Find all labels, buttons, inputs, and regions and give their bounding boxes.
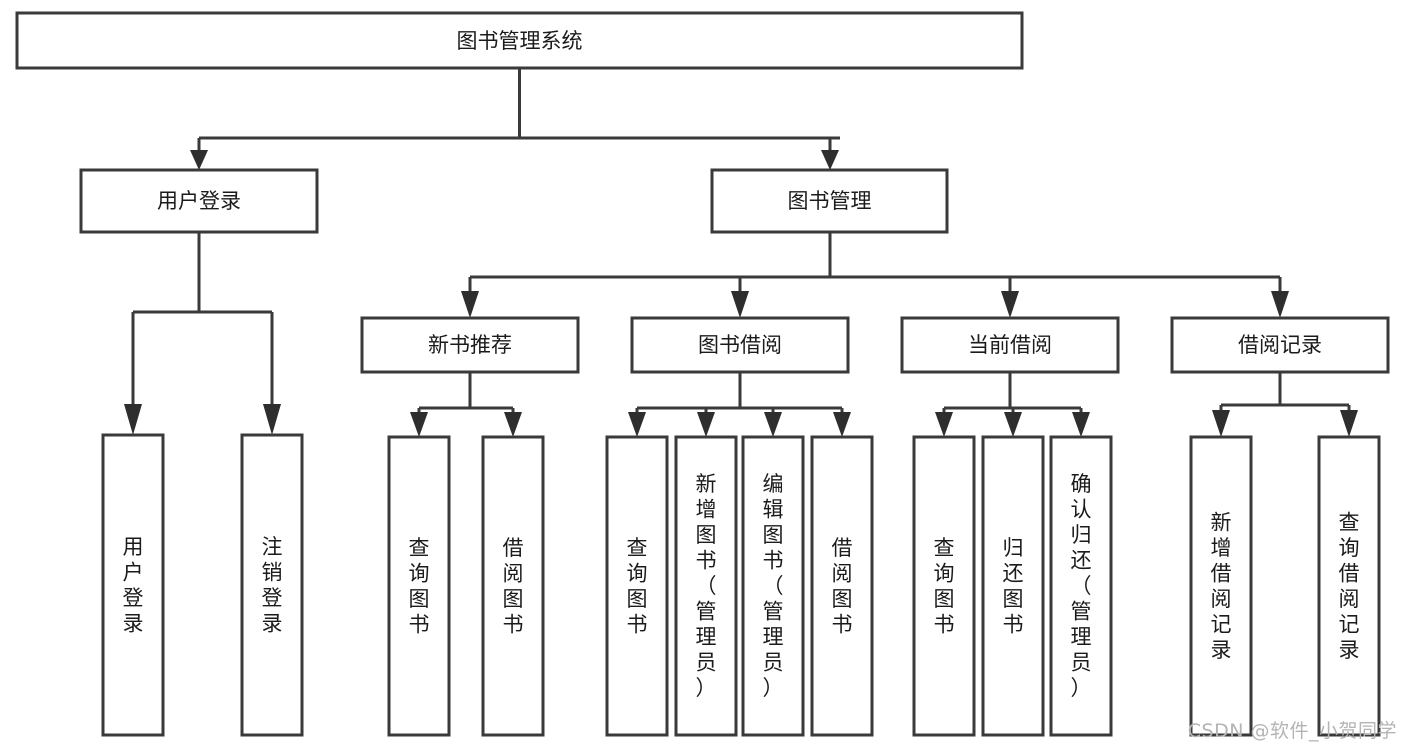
node-leaf-query-book-3-label: 查询图书: [934, 536, 955, 637]
arrow-head-leaf-query-book-2: [628, 412, 646, 437]
node-borrow-record[interactable]: 借阅记录: [1170, 316, 1390, 374]
node-leaf-query-book-2-box[interactable]: [605, 435, 669, 737]
node-leaf-borrow-book-1-label: 借阅图书: [503, 536, 524, 637]
arrow-head-leaf-edit-book: [764, 412, 782, 437]
node-leaf-query-book-2-label: 查询图书: [627, 536, 648, 637]
connector-layer: [124, 68, 1358, 437]
node-leaf-return-book-box[interactable]: [981, 435, 1045, 737]
node-leaf-user-login[interactable]: 用户登录: [101, 433, 165, 737]
node-leaf-add-record[interactable]: 新增借阅记录: [1189, 435, 1253, 737]
node-leaf-add-record-box[interactable]: [1189, 435, 1253, 737]
node-leaf-query-book-1-label: 查询图书: [409, 536, 430, 637]
node-leaf-user-login-label: 用户登录: [123, 535, 144, 636]
node-leaf-confirm-return-label: 确认归还（管理员）: [1071, 472, 1092, 700]
arrow-head-book-borrow: [731, 291, 749, 318]
node-book-borrow-label: 图书借阅: [698, 333, 782, 357]
arrow-head-book-management: [821, 150, 839, 170]
node-book-management[interactable]: 图书管理: [710, 168, 949, 234]
node-new-book-recommend-box[interactable]: [360, 316, 580, 374]
node-current-borrow-label: 当前借阅: [968, 333, 1052, 357]
arrow-head-leaf-user-login: [124, 404, 142, 435]
node-book-borrow[interactable]: 图书借阅: [630, 316, 850, 374]
arrow-head-leaf-query-book-3: [935, 412, 953, 437]
node-leaf-borrow-book-1[interactable]: 借阅图书: [481, 435, 545, 737]
node-leaf-edit-book-box[interactable]: [741, 435, 805, 737]
arrow-head-leaf-confirm-return: [1072, 412, 1090, 437]
arrow-head-new-book-recommend: [461, 291, 479, 318]
node-leaf-query-book-1-box[interactable]: [387, 435, 451, 737]
arrow-head-leaf-query-record: [1340, 410, 1358, 437]
node-current-borrow[interactable]: 当前借阅: [900, 316, 1120, 374]
node-leaf-query-record-label: 查询借阅记录: [1339, 510, 1360, 662]
node-book-management-box[interactable]: [710, 168, 949, 234]
node-leaf-return-book[interactable]: 归还图书: [981, 435, 1045, 737]
node-user-login[interactable]: 用户登录: [79, 168, 319, 234]
node-leaf-query-book-3-box[interactable]: [912, 435, 976, 737]
node-root-box[interactable]: [15, 11, 1024, 70]
node-borrow-record-label: 借阅记录: [1238, 333, 1322, 357]
node-book-management-label: 图书管理: [788, 189, 872, 213]
node-leaf-query-book-2[interactable]: 查询图书: [605, 435, 669, 737]
node-book-borrow-box[interactable]: [630, 316, 850, 374]
arrow-head-leaf-return-book: [1004, 412, 1022, 437]
node-leaf-confirm-return-box[interactable]: [1049, 435, 1113, 737]
node-leaf-edit-book-label: 编辑图书（管理员）: [763, 472, 784, 700]
node-leaf-user-logout-label: 注销登录: [262, 535, 283, 636]
arrow-head-user-login: [190, 150, 208, 170]
arrow-head-borrow-record: [1271, 291, 1289, 318]
node-user-login-label: 用户登录: [157, 189, 241, 213]
node-leaf-query-book-3[interactable]: 查询图书: [912, 435, 976, 737]
node-root-label: 图书管理系统: [457, 29, 583, 53]
node-leaf-user-login-box[interactable]: [101, 433, 165, 737]
node-leaf-query-book-1[interactable]: 查询图书: [387, 435, 451, 737]
node-user-login-box[interactable]: [79, 168, 319, 234]
node-current-borrow-box[interactable]: [900, 316, 1120, 374]
node-leaf-add-book-box[interactable]: [674, 435, 738, 737]
arrow-head-leaf-borrow-book-2: [833, 412, 851, 437]
node-borrow-record-box[interactable]: [1170, 316, 1390, 374]
arrow-head-leaf-add-book: [697, 412, 715, 437]
node-leaf-query-record-box[interactable]: [1317, 435, 1381, 737]
node-leaf-edit-book[interactable]: 编辑图书（管理员）: [741, 435, 805, 737]
node-leaf-borrow-book-2[interactable]: 借阅图书: [810, 435, 874, 737]
node-new-book-recommend-label: 新书推荐: [428, 333, 512, 357]
node-leaf-user-logout-box[interactable]: [240, 433, 304, 737]
node-new-book-recommend[interactable]: 新书推荐: [360, 316, 580, 374]
node-leaf-borrow-book-1-box[interactable]: [481, 435, 545, 737]
csdn-watermark: CSDN @软件_小贺同学: [1187, 720, 1397, 742]
node-leaf-add-book-label: 新增图书（管理员）: [696, 472, 717, 700]
node-leaf-borrow-book-2-label: 借阅图书: [832, 536, 853, 637]
arrow-head-leaf-borrow-book-1: [504, 412, 522, 437]
node-leaf-add-record-label: 新增借阅记录: [1211, 510, 1232, 662]
node-root[interactable]: 图书管理系统: [15, 11, 1024, 70]
arrow-head-leaf-user-logout: [263, 404, 281, 435]
arrow-head-leaf-query-book-1: [410, 412, 428, 437]
node-leaf-add-book[interactable]: 新增图书（管理员）: [674, 435, 738, 737]
arrow-head-current-borrow: [1001, 291, 1019, 318]
node-leaf-confirm-return[interactable]: 确认归还（管理员）: [1049, 435, 1113, 737]
node-leaf-borrow-book-2-box[interactable]: [810, 435, 874, 737]
node-leaf-query-record[interactable]: 查询借阅记录: [1317, 435, 1381, 737]
arrow-head-leaf-add-record: [1212, 410, 1230, 437]
node-leaf-user-logout[interactable]: 注销登录: [240, 433, 304, 737]
node-leaf-return-book-label: 归还图书: [1003, 536, 1024, 637]
